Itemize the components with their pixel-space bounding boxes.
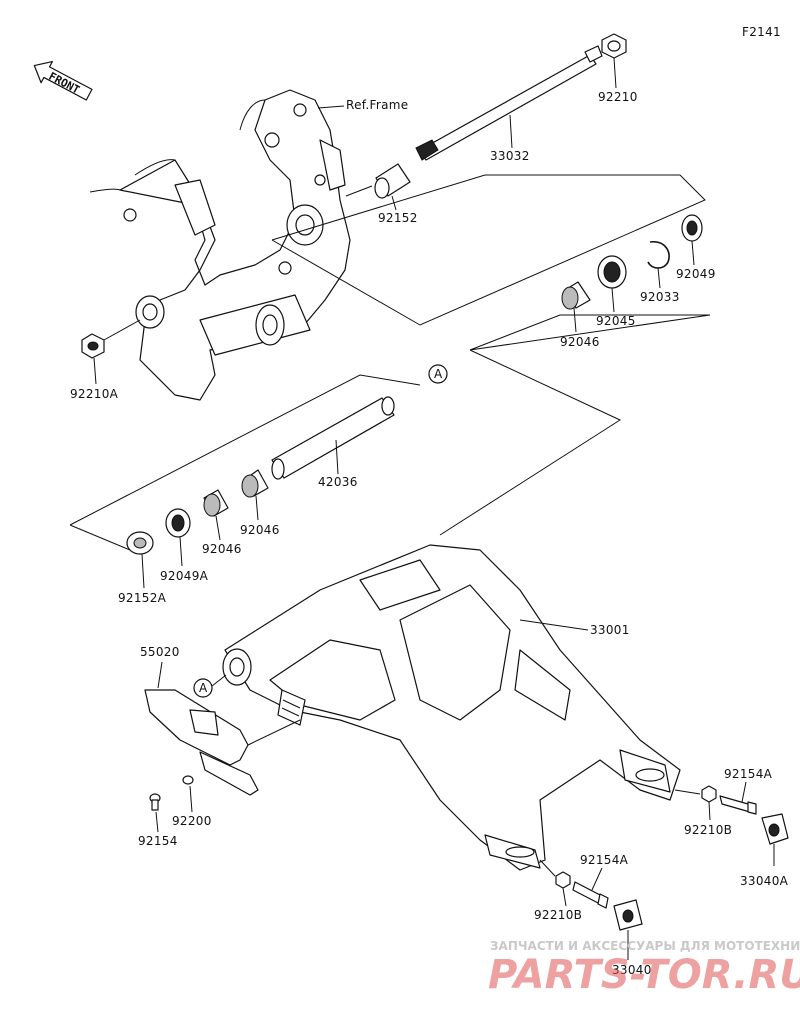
needle-bearing-92046-b xyxy=(203,489,229,517)
needle-bearing-92046-upper xyxy=(561,281,591,310)
dash-bottom-hardware xyxy=(539,859,556,877)
washer-92200 xyxy=(182,775,194,785)
leader-92154A-right xyxy=(741,781,747,803)
part-label-33040: 33040 xyxy=(612,963,652,977)
leader-92045 xyxy=(611,287,615,313)
nut-92210B-bottom xyxy=(555,871,571,889)
leader-92210A xyxy=(93,357,97,385)
swingarm-33001 xyxy=(224,544,681,871)
part-label-33001: 33001 xyxy=(590,623,630,637)
dash-right-hardware xyxy=(674,789,701,795)
needle-bearing-92046-a xyxy=(241,469,269,498)
sleeve-42036 xyxy=(271,396,395,480)
collar-92152A xyxy=(126,531,154,555)
part-label-42036: 42036 xyxy=(318,475,358,489)
leader-92200 xyxy=(189,785,193,813)
seal-92049A xyxy=(165,508,191,538)
watermark-caption: ЗАПЧАСТИ И АКСЕССУАРЫ ДЛЯ МОТОТЕХНИКИ xyxy=(490,939,800,953)
leader-42036 xyxy=(335,439,339,475)
bolt-92154A-bottom xyxy=(572,881,609,909)
part-label-92210A: 92210A xyxy=(70,387,119,401)
part-label-92210B-right: 92210B xyxy=(684,823,732,837)
part-label-92049A: 92049A xyxy=(160,569,209,583)
bolt-92154 xyxy=(149,793,161,811)
leader-92210 xyxy=(613,57,617,89)
circlip-92033 xyxy=(647,241,670,269)
callout-a-lower xyxy=(193,678,213,698)
part-label-92200: 92200 xyxy=(172,814,212,828)
dash-92210A xyxy=(103,319,141,341)
bolt-92154A-right xyxy=(719,795,757,815)
exploded-box-upper xyxy=(271,174,706,326)
dash-55020 xyxy=(247,719,301,746)
leader-92154 xyxy=(155,811,159,833)
part-label-92152: 92152 xyxy=(378,211,418,225)
part-label-92049: 92049 xyxy=(676,267,716,281)
front-label: FRONT xyxy=(47,70,83,97)
part-label-92046-a: 92046 xyxy=(240,523,280,537)
chain-guard-55020 xyxy=(144,689,259,796)
part-label-92152A: 92152A xyxy=(118,591,167,605)
callout-a-lower-leader xyxy=(211,674,227,687)
part-label-33032: 33032 xyxy=(490,149,530,163)
part-label-92154A-right: 92154A xyxy=(724,767,773,781)
leader-33032 xyxy=(509,114,513,149)
nut-92210A xyxy=(81,333,105,359)
part-label-92045: 92045 xyxy=(596,314,636,328)
leader-92033 xyxy=(657,267,661,289)
dash-92152 xyxy=(345,185,373,197)
leader-55020 xyxy=(157,661,163,689)
exploded-box-left-bottom xyxy=(69,524,131,551)
part-label-92210B-bottom: 92210B xyxy=(534,908,582,922)
diagram-code: F2141 xyxy=(742,25,781,39)
part-label-55020: 55020 xyxy=(140,645,180,659)
adjuster-block-33040A xyxy=(761,813,789,845)
watermark-logo: PARTS-TOR.RU xyxy=(488,952,800,998)
leader-92046-a xyxy=(255,495,259,521)
nut-92210 xyxy=(601,33,627,59)
leader-92210B-right xyxy=(708,801,711,821)
part-label-92046-top: 92046 xyxy=(560,335,600,349)
leader-92046-b xyxy=(215,515,221,541)
exploded-box-middle-top xyxy=(469,314,711,351)
exploded-box-left-top xyxy=(69,374,421,526)
leader-92152A xyxy=(141,553,145,589)
ref-frame-label: Ref.Frame xyxy=(346,98,408,112)
part-label-92033: 92033 xyxy=(640,290,680,304)
leader-92049A xyxy=(179,536,183,567)
pivot-boss-hole xyxy=(229,657,245,677)
part-label-92154: 92154 xyxy=(138,834,178,848)
part-label-92210: 92210 xyxy=(598,90,638,104)
pivot-shaft-33032 xyxy=(415,45,603,161)
frame-reference-illustration xyxy=(89,89,351,401)
callout-a-lower-letter: A xyxy=(199,681,208,695)
exploded-box-right xyxy=(439,349,622,536)
part-label-92154A-bottom: 92154A xyxy=(580,853,629,867)
leader-92046-top xyxy=(573,307,577,333)
leader-92210B-bottom xyxy=(562,887,567,907)
leader-92154A-bottom xyxy=(591,867,603,891)
seal-92049 xyxy=(681,214,703,242)
front-arrow-icon: FRONT xyxy=(33,60,93,101)
collar-92152 xyxy=(374,163,411,199)
nut-92210B-right xyxy=(701,785,717,803)
bearing-92045 xyxy=(597,255,627,289)
leader-92049 xyxy=(691,240,695,266)
callout-a-upper xyxy=(428,364,448,384)
callout-a-upper-letter: A xyxy=(434,367,443,381)
adjuster-block-33040 xyxy=(613,899,643,931)
ref-frame-leader xyxy=(317,105,345,109)
part-label-33040A: 33040A xyxy=(740,874,789,888)
leader-33001 xyxy=(519,619,589,631)
part-label-92046-b: 92046 xyxy=(202,542,242,556)
